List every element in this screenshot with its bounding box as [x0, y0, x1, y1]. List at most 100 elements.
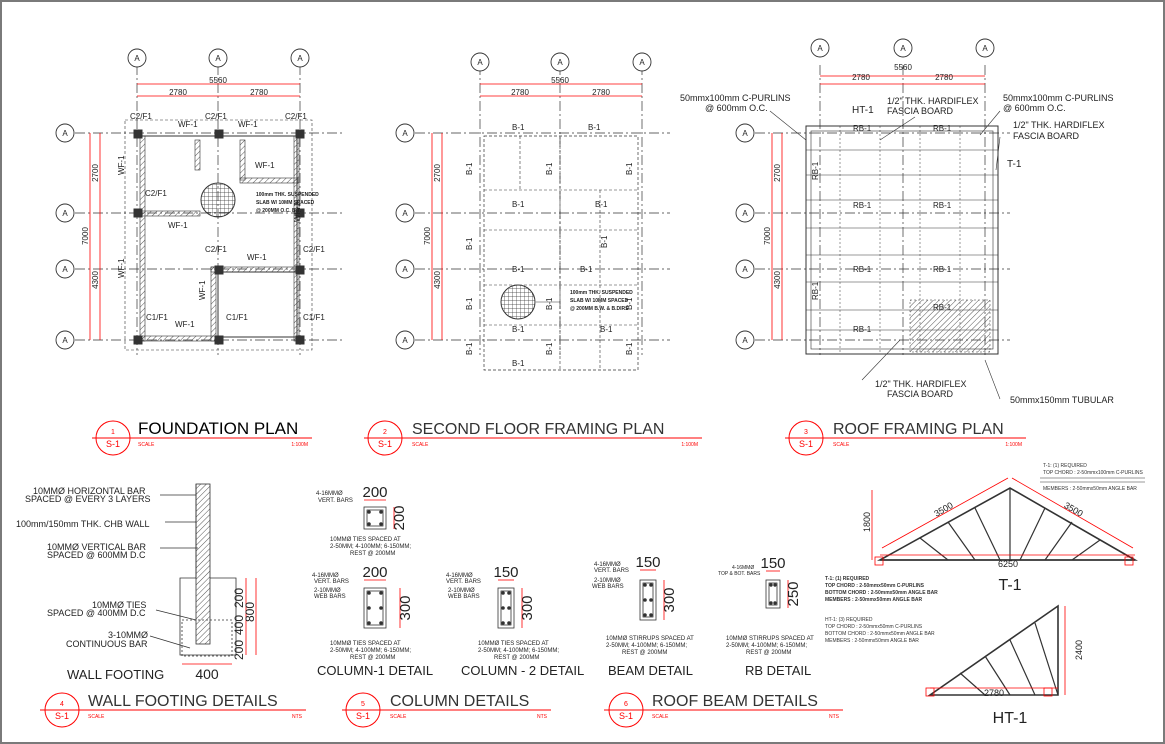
grid-bubble-label: A	[62, 209, 68, 218]
beam-note: REST @ 200MM	[622, 650, 667, 656]
beam-label: B-1	[465, 342, 474, 355]
rb-note: TOP & BOT. BARS	[718, 571, 761, 577]
grid-bubble: A	[395, 259, 415, 279]
col1-dim: 200	[391, 505, 408, 530]
second-floor-plan	[415, 65, 670, 371]
wf-note: 10MMØ TIES	[92, 600, 146, 610]
beam-note: 4-16MMØ	[594, 562, 621, 568]
grid-bubble-label: A	[742, 336, 748, 345]
roof-note-tr: 50mmx100mm C-PURLINS	[1003, 93, 1114, 103]
rb-caption: RB DETAIL	[745, 663, 811, 678]
title-sheet: S-1	[799, 439, 813, 449]
ht1-rise: 2400	[1074, 640, 1084, 660]
col2-note: VERT. BARS	[446, 579, 481, 585]
grid-bubble-label: A	[557, 58, 563, 67]
grid-bubble: A	[55, 203, 75, 223]
beam-label: B-1	[545, 297, 554, 310]
foundation-label: C2/F1	[303, 245, 325, 254]
ht1-table-line: TOP CHORD : 2-50mmx50mm C-PURLINS	[825, 624, 923, 630]
grid-bubble: A	[395, 203, 415, 223]
grid-bubble: A	[55, 123, 75, 143]
grid-bubble: A	[290, 48, 310, 68]
wf-note: CONTINUOUS BAR	[66, 639, 148, 649]
wf-note: 10MMØ VERTICAL BAR	[47, 542, 147, 552]
grid-bubble-label: A	[639, 58, 645, 67]
beam-note: 10MMØ STIRRUPS SPACED AT	[606, 636, 694, 642]
ht1-span: 2780	[984, 688, 1004, 698]
roof-framing-plan	[755, 65, 1010, 355]
beam-label: B-1	[600, 325, 613, 334]
grid-bubble: A	[975, 38, 995, 58]
t1-right: 3500	[1062, 500, 1084, 519]
rb-note: REST @ 200MM	[746, 650, 791, 656]
t1-rise: 1800	[862, 512, 872, 532]
t1-table-line: T-1: (1) REQUIRED	[1043, 463, 1087, 469]
grid-bubble: A	[55, 259, 75, 279]
grid-bubble: A	[550, 52, 570, 72]
rb-label: RB-1	[853, 124, 872, 133]
beam-label: B-1	[512, 359, 525, 368]
col1-dims: 200 200 200 300 COLUMN-1 DETAIL	[317, 484, 433, 678]
fascia-note: FASCIA BOARD	[887, 106, 954, 116]
foundation-label: C2/F1	[285, 112, 307, 121]
beam-label: B-1	[545, 342, 554, 355]
dim-overall: 7000	[81, 227, 90, 245]
beam-dims: 150 300 BEAM DETAIL	[608, 554, 693, 678]
t1-span: 6250	[998, 559, 1018, 569]
title-sheet: S-1	[106, 439, 120, 449]
col1-note: REST @ 200MM	[350, 551, 395, 557]
title-number: 2	[383, 429, 387, 436]
foundation-plan	[75, 65, 345, 355]
slab-note-line: SLAB W/ 10MM SPACED	[256, 200, 315, 206]
grid-bubble-label: A	[742, 129, 748, 138]
title-scale: SCALE	[412, 442, 429, 448]
t1-table-line: TOP CHORD : 2-50mmx100mm C-PURLINS	[1043, 470, 1143, 476]
title-block-lines	[40, 420, 1026, 728]
foundation-label: C2/F1	[130, 112, 152, 121]
fascia-note: FASCIA BOARD	[887, 389, 954, 399]
grid-bubble-label: A	[477, 58, 483, 67]
beam-label: B-1	[600, 235, 609, 248]
title-scale: SCALE	[390, 714, 407, 720]
col1-note: 10MMØ TIES SPACED AT	[330, 537, 401, 543]
col1-note: VERT. BARS	[318, 498, 353, 504]
ht1-bold-line: BOTTOM CHORD : 2-50mmx50mm ANGLE BAR	[825, 590, 938, 596]
wf-dim: 400	[232, 615, 246, 635]
grid-bubble-label: A	[62, 265, 68, 274]
col2-note: 2-50MM; 4-100MM; 6-150MM;	[478, 648, 559, 654]
dim-total: 5560	[894, 63, 912, 72]
truss-tables: T-1: (1) REQUIRED TOP CHORD : 2-50mmx100…	[825, 463, 1143, 644]
truss-dims: 6250 1800 3500 3500 T-1 2780 2400 HT-1	[862, 500, 1085, 727]
rb-note: 4-16MMØ	[732, 565, 754, 571]
dim-bottom: 4300	[773, 271, 782, 289]
grid-bubble: A	[470, 52, 490, 72]
col1-notes: 4-16MMØ VERT. BARS 10MMØ TIES SPACED AT …	[312, 491, 411, 661]
col1-note: 2-50MM; 4-100MM; 6-150MM;	[330, 648, 411, 654]
foundation-label: C1/F1	[226, 313, 248, 322]
grid-bubble: A	[735, 203, 755, 223]
t1-table-line: MEMBERS : 2-50mmx50mm ANGLE BAR	[1043, 486, 1137, 492]
col1-note: 2-50MM; 4-100MM; 6-150MM;	[330, 544, 411, 550]
title-ratio: 1:100M	[681, 442, 698, 448]
title-sheet: S-1	[356, 711, 370, 721]
title-text: COLUMN DETAILS	[390, 693, 529, 710]
roof-note-tl: @ 600mm O.C.	[705, 103, 768, 113]
foundation-label: C2/F1	[145, 189, 167, 198]
wf-dim: 200	[232, 588, 246, 608]
roof-note-tr: @ 600mm O.C.	[1003, 103, 1066, 113]
col1-note: 10MMØ TIES SPACED AT	[330, 641, 401, 647]
beam-note: 2-50MM; 4-100MM; 6-150MM;	[606, 643, 687, 649]
title-sheet: S-1	[55, 711, 69, 721]
rb-notes: 4-16MMØ TOP & BOT. BARS 10MMØ STIRRUPS S…	[718, 565, 814, 656]
foundation-label: WF-1	[117, 155, 126, 175]
title-text: FOUNDATION PLAN	[138, 419, 298, 438]
grid-bubble: A	[55, 330, 75, 350]
beam-notes: 4-16MMØ VERT. BARS 2-10MMØ WEB BARS 10MM…	[592, 562, 694, 656]
title-ratio: NTS	[829, 714, 840, 720]
fascia-note: 1/2" THK. HARDIFLEX	[875, 379, 967, 389]
title-number: 6	[624, 701, 628, 708]
